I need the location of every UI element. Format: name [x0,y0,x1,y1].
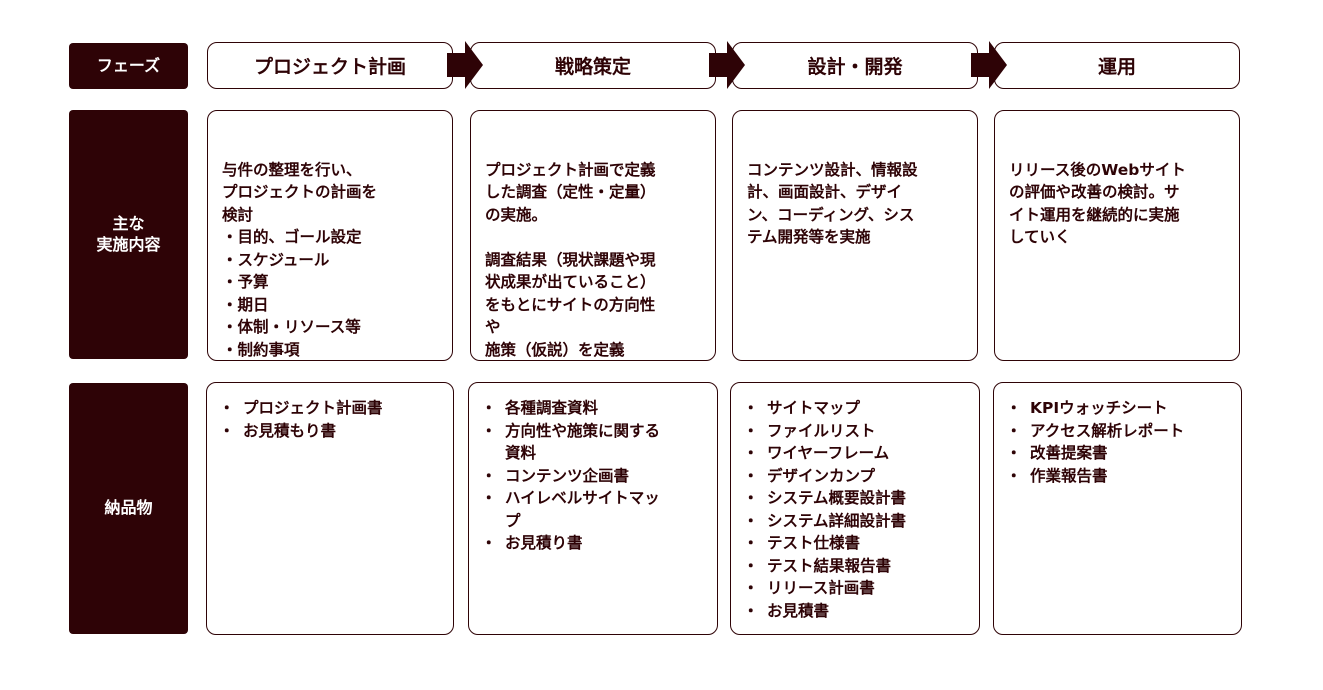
deliverable-text: ファイルリスト [767,421,876,440]
deliverables-box-development: ・サイトマップ・ファイルリスト・ワイヤーフレーム・デザインカンプ・システム概要設… [730,382,980,635]
phase-name: 運用 [1097,56,1136,78]
deliverable-item: ・コンテンツ企画書 [479,465,707,488]
deliverable-text: システム詳細設計書 [767,511,907,530]
deliverable-text: アクセス解析レポート [1030,421,1185,440]
bullet-icon: ・ [219,421,235,440]
deliverable-text: 各種調査資料 [505,399,599,417]
deliverable-item: ・システム詳細設計書 [741,510,969,533]
deliverable-text: デザインカンプ [767,466,876,485]
phase-box-strategy: 戦略策定 [470,42,716,89]
bullet-icon: ・ [743,466,759,485]
deliverable-text: サイトマップ [767,399,861,417]
right-arrow-icon [971,41,1007,89]
bullet-icon: ・ [1006,421,1022,440]
bullet-icon: ・ [743,556,759,575]
deliverable-text: リリース計画書 [767,579,875,597]
bullet-icon: ・ [743,579,759,597]
right-arrow-icon [447,41,483,89]
bullet-icon: ・ [743,511,759,530]
deliverable-item: ・ハイレベルサイトマッ プ [479,487,707,532]
deliverable-item: ・作業報告書 [1004,465,1231,488]
content-row-label: 主な 実施内容 [69,110,188,359]
bullet-icon: ・ [481,489,497,507]
bullet-icon: ・ [481,421,497,440]
deliverable-item: ・ファイルリスト [741,420,969,443]
deliverable-item: ・サイトマップ [741,397,969,420]
bullet-icon: ・ [481,466,497,485]
deliverable-item: ・デザインカンプ [741,465,969,488]
content-box-strategy: プロジェクト計画で定義 した調査（定性・定量） の実施。 調査結果（現状課題や現… [470,110,716,361]
deliverable-text: テスト結果報告書 [767,556,892,575]
content-box-operation: リリース後のWebサイト の評価や改善の検討。サ イト運用を継続的に実施 してい… [994,110,1240,361]
deliverables-list: ・プロジェクト計画書・お見積もり書 [207,383,453,442]
phase-box-operation: 運用 [994,42,1240,89]
deliverable-item: ・各種調査資料 [479,397,707,420]
content-text: プロジェクト計画で定義 した調査（定性・定量） の実施。 調査結果（現状課題や現… [485,160,656,359]
content-text: 与件の整理を行い、 プロジェクトの計画を 検討 ・目的、ゴール設定 ・スケジュー… [222,160,378,359]
deliverables-list: ・各種調査資料・方向性や施策に関する 資料・コンテンツ企画書・ハイレベルサイトマ… [469,383,717,555]
deliverable-text: お見積り書 [505,534,583,552]
deliverable-text: ハイレベルサイトマッ プ [505,489,660,530]
deliverable-text: お見積書 [767,601,830,620]
deliverable-text: テスト仕様書 [767,534,861,552]
deliverable-item: ・アクセス解析レポート [1004,420,1231,443]
bullet-icon: ・ [743,489,759,507]
deliverables-box-planning: ・プロジェクト計画書・お見積もり書 [206,382,454,635]
deliverable-item: ・システム概要設計書 [741,487,969,510]
deliverable-item: ・お見積書 [741,600,969,623]
deliverable-item: ・プロジェクト計画書 [217,397,443,420]
deliverable-item: ・方向性や施策に関する 資料 [479,420,707,465]
deliverable-text: 作業報告書 [1030,466,1108,485]
bullet-icon: ・ [481,534,497,552]
bullet-icon: ・ [219,399,235,417]
deliverable-text: 改善提案書 [1030,444,1108,462]
deliverable-item: ・お見積もり書 [217,420,443,443]
deliverable-text: プロジェクト計画書 [243,399,383,417]
phase-box-planning: プロジェクト計画 [207,42,453,89]
phase-name: 設計・開発 [807,56,903,78]
bullet-icon: ・ [743,399,759,417]
phase-box-development: 設計・開発 [732,42,978,89]
bullet-icon: ・ [481,399,497,417]
bullet-icon: ・ [1006,399,1022,417]
deliverable-text: お見積もり書 [243,421,337,440]
content-box-planning: 与件の整理を行い、 プロジェクトの計画を 検討 ・目的、ゴール設定 ・スケジュー… [207,110,453,361]
deliverable-item: ・テスト結果報告書 [741,555,969,578]
content-box-development: コンテンツ設計、情報設 計、画面設計、デザイ ン、コーディング、シス テム開発等… [732,110,978,361]
deliverable-item: ・ KPIウォッチシート [1004,397,1231,420]
phase-name: 戦略策定 [554,56,631,78]
bullet-icon: ・ [743,601,759,620]
deliverable-text: ワイヤーフレーム [767,444,890,462]
deliverable-item: ・改善提案書 [1004,442,1231,465]
bullet-icon: ・ [743,534,759,552]
deliverable-item: ・リリース計画書 [741,577,969,600]
bullet-icon: ・ [1006,444,1022,462]
deliverables-list: ・サイトマップ・ファイルリスト・ワイヤーフレーム・デザインカンプ・システム概要設… [731,383,979,622]
deliverable-text: システム概要設計書 [767,489,907,507]
bullet-icon: ・ [743,444,759,462]
bullet-icon: ・ [743,421,759,440]
deliverable-text: コンテンツ企画書 [505,466,630,485]
deliverable-text: 方向性や施策に関する 資料 [505,421,661,463]
content-text: コンテンツ設計、情報設 計、画面設計、デザイ ン、コーディング、シス テム開発等… [747,160,918,247]
deliverable-text: KPIウォッチシート [1030,399,1168,417]
bullet-icon: ・ [1006,466,1022,485]
deliverable-item: ・ワイヤーフレーム [741,442,969,465]
content-text: リリース後のWebサイト の評価や改善の検討。サ イト運用を継続的に実施 してい… [1009,160,1186,247]
deliverables-row-label: 納品物 [69,383,188,634]
deliverable-item: ・テスト仕様書 [741,532,969,555]
deliverables-box-strategy: ・各種調査資料・方向性や施策に関する 資料・コンテンツ企画書・ハイレベルサイトマ… [468,382,718,635]
deliverables-list: ・KPIウォッチシート・アクセス解析レポート・改善提案書・作業報告書 [994,383,1241,487]
phase-row-label: フェーズ [69,43,188,89]
right-arrow-icon [709,41,745,89]
deliverable-item: ・お見積り書 [479,532,707,555]
phase-name: プロジェクト計画 [253,56,406,78]
deliverables-box-operation: ・KPIウォッチシート・アクセス解析レポート・改善提案書・作業報告書 [993,382,1242,635]
